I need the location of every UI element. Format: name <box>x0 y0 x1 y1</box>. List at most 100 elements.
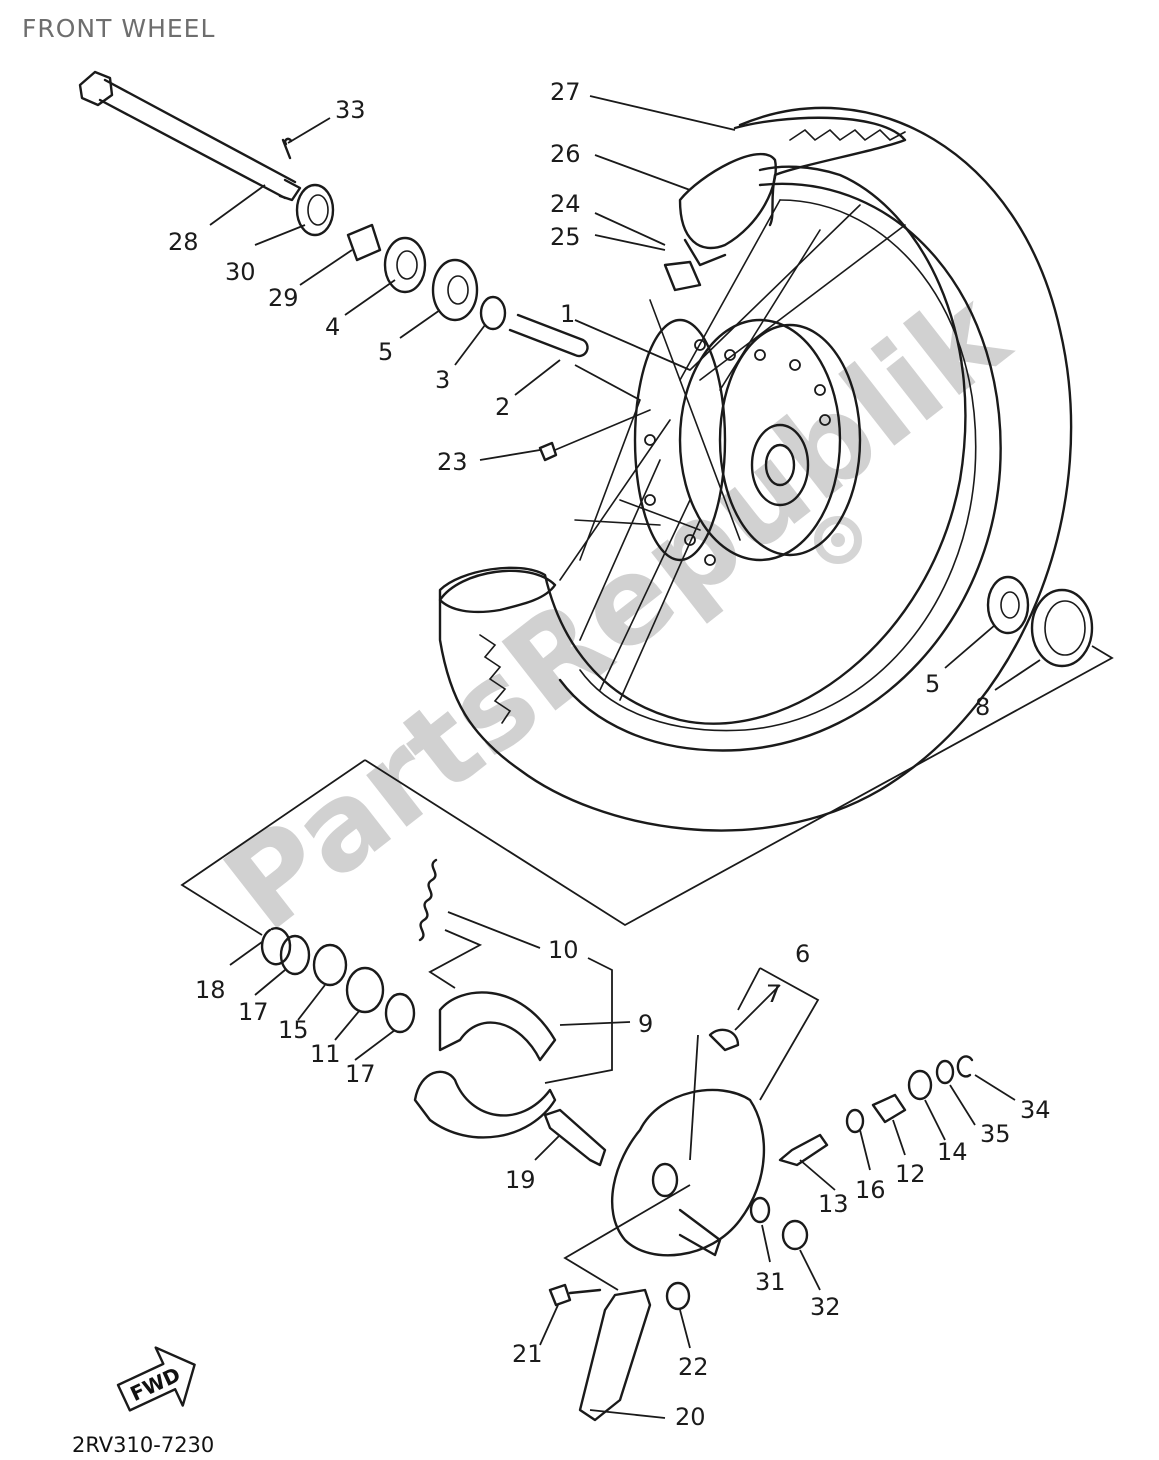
return-spring <box>418 858 438 942</box>
hub-body <box>678 318 842 562</box>
spring-bracket <box>428 929 483 989</box>
panel-bracket <box>737 967 820 1101</box>
spacer-sleeve <box>346 223 382 262</box>
callout-label: 26 <box>550 140 581 168</box>
callout-label: 16 <box>855 1176 886 1204</box>
callout-label: 35 <box>980 1120 1011 1148</box>
callout-label: 2 <box>495 393 510 421</box>
drive-shaft-13 <box>778 1133 829 1167</box>
callout-labels: 27 26 24 25 33 28 30 29 4 5 3 1 2 23 5 8… <box>168 78 1051 1431</box>
tire-cutaway-bottom <box>438 569 557 614</box>
callout-label: 32 <box>810 1293 841 1321</box>
oil-seal-14 <box>907 1069 933 1101</box>
cotter-pin <box>281 137 293 160</box>
callout-label: 4 <box>325 313 340 341</box>
callout-label: 22 <box>678 1353 709 1381</box>
nut-32 <box>781 1219 809 1251</box>
callout-label: 21 <box>512 1340 543 1368</box>
callout-label: 6 <box>795 940 810 968</box>
callout-label: 8 <box>975 693 990 721</box>
axle-group <box>78 70 651 462</box>
rim-outline <box>558 182 1002 752</box>
washer-3 <box>479 295 507 331</box>
diagram-code: 2RV310-7230 <box>72 1433 214 1457</box>
callout-label: 10 <box>548 936 579 964</box>
circlip-34 <box>956 1055 974 1078</box>
tire-outline <box>438 106 1073 832</box>
bearing-4 <box>383 236 427 294</box>
callout-label: 11 <box>310 1040 341 1068</box>
grease-cap-7 <box>708 1028 740 1052</box>
washer-17-lower <box>384 992 416 1034</box>
callout-label: 1 <box>560 300 575 328</box>
washer-35 <box>935 1059 955 1085</box>
brake-shoe-upper <box>438 991 557 1062</box>
valve-stem <box>663 260 702 292</box>
hub-center <box>764 443 796 487</box>
callout-label: 12 <box>895 1160 926 1188</box>
callout-label: 5 <box>378 338 393 366</box>
pinch-bolt-21 <box>548 1283 602 1307</box>
callout-label: 3 <box>435 366 450 394</box>
nut-22 <box>665 1281 691 1311</box>
callout-label: 13 <box>818 1190 849 1218</box>
loose-spoke <box>554 409 651 451</box>
callout-label: 34 <box>1020 1096 1051 1124</box>
axle-bolt-head <box>78 70 114 107</box>
bearing-5-right <box>986 575 1030 635</box>
brake-panel-group <box>548 1028 974 1422</box>
tire-cutaway-top <box>733 116 907 227</box>
callout-label: 29 <box>268 284 299 312</box>
hub-bearing-seat <box>750 423 810 507</box>
brake-cam-19 <box>543 1108 607 1167</box>
panel-arm <box>678 1208 722 1257</box>
callout-label: 9 <box>638 1010 653 1038</box>
callout-label: 14 <box>937 1138 968 1166</box>
leader-lines <box>209 95 1041 1419</box>
callout-label: 27 <box>550 78 581 106</box>
washer-31 <box>749 1196 771 1224</box>
callout-label: 28 <box>168 228 199 256</box>
wheel-assembly <box>438 106 1073 832</box>
page-title: FRONT WHEEL <box>22 14 216 43</box>
callout-label: 23 <box>437 448 468 476</box>
axle-shaft <box>98 78 297 200</box>
callout-label: 18 <box>195 976 226 1004</box>
callout-label: 5 <box>925 670 940 698</box>
spoke-nipple <box>538 441 558 462</box>
callout-label: 31 <box>755 1268 786 1296</box>
rim-band <box>683 238 727 267</box>
axle-collar <box>295 183 335 237</box>
callout-label: 17 <box>345 1060 376 1088</box>
lever-bracket <box>563 1184 691 1291</box>
panel-boss <box>651 1162 679 1198</box>
watermark-text: PartsRepublik <box>200 263 1034 957</box>
callout-label: 25 <box>550 223 581 251</box>
washer-17-upper <box>279 934 311 976</box>
watermark-gear-icon <box>814 516 862 564</box>
brake-lever-20 <box>578 1288 652 1422</box>
callout-label: 15 <box>278 1016 309 1044</box>
grease-cap-axis <box>689 1034 699 1161</box>
callout-label: 20 <box>675 1403 706 1431</box>
bearing-5-left <box>431 258 479 322</box>
shoe-bracket <box>544 957 613 1084</box>
tire-tread-top <box>789 128 906 142</box>
callout-label: 24 <box>550 190 581 218</box>
callout-label: 30 <box>225 258 256 286</box>
spacer-tube-2 <box>508 313 589 358</box>
brake-shoe-group <box>260 858 607 1167</box>
drive-gear-11 <box>345 966 385 1014</box>
wheel-bracket <box>180 645 1114 936</box>
hub-flange-left <box>633 318 727 562</box>
callout-label: 17 <box>238 998 269 1026</box>
tire-tread-bottom <box>479 634 512 724</box>
lock-washer-15 <box>312 943 348 987</box>
oil-seal-8 <box>1030 588 1094 668</box>
rim-inner-line <box>579 199 977 732</box>
washer-16 <box>845 1108 865 1134</box>
bushing-12 <box>871 1093 907 1124</box>
callout-label: 19 <box>505 1166 536 1194</box>
callout-label: 7 <box>766 980 781 1008</box>
